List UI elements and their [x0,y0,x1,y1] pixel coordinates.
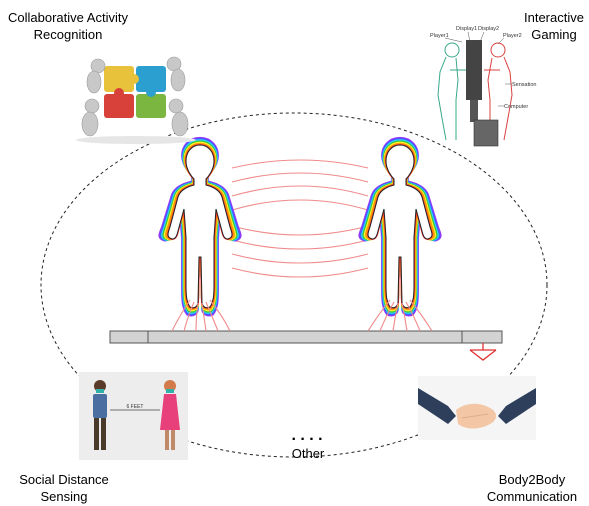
social-distance-measure: 6 FEET [127,404,144,410]
gaming-sensation-label: Sensation [512,82,536,88]
social-distance-image: 6 FEET [79,372,188,460]
body2body-label-line1: Body2Body [499,472,566,487]
ground-coupling-left [171,299,231,332]
ellipsis-dots: . . . . [291,427,322,444]
interactive-gaming-image: Player1 Display1 Display2 Player2 Sensat… [430,26,536,147]
right-human-figure [358,136,442,317]
application-ellipse [40,112,548,458]
left-human-figure [158,136,242,317]
ground-plate [109,330,503,344]
collaborative-puzzle-image [76,56,196,144]
gaming-computer-label: Computer [504,104,528,110]
social-distance-label-line2: Sensing [41,489,88,504]
body2body-label-line2: Communication [487,489,577,504]
interactive-gaming-label-line2: Gaming [531,27,577,42]
gaming-player1-label: Player1 [430,33,449,39]
other-label: Other [292,446,325,461]
gaming-player2-label: Player2 [503,33,522,39]
social-distance-label-line1: Social Distance [19,472,109,487]
field-lines [231,159,369,278]
interactive-gaming-label-line1: Interactive [524,10,584,25]
handshake-image [418,376,536,440]
ground-coupling-right [367,299,433,332]
gaming-display1-label: Display1 [456,26,477,32]
gaming-display2-label: Display2 [478,26,499,32]
ground-symbol-icon [469,343,497,361]
collaborative-activity-label-line2: Recognition [34,27,103,42]
collaborative-activity-label-line1: Collaborative Activity [8,10,128,25]
